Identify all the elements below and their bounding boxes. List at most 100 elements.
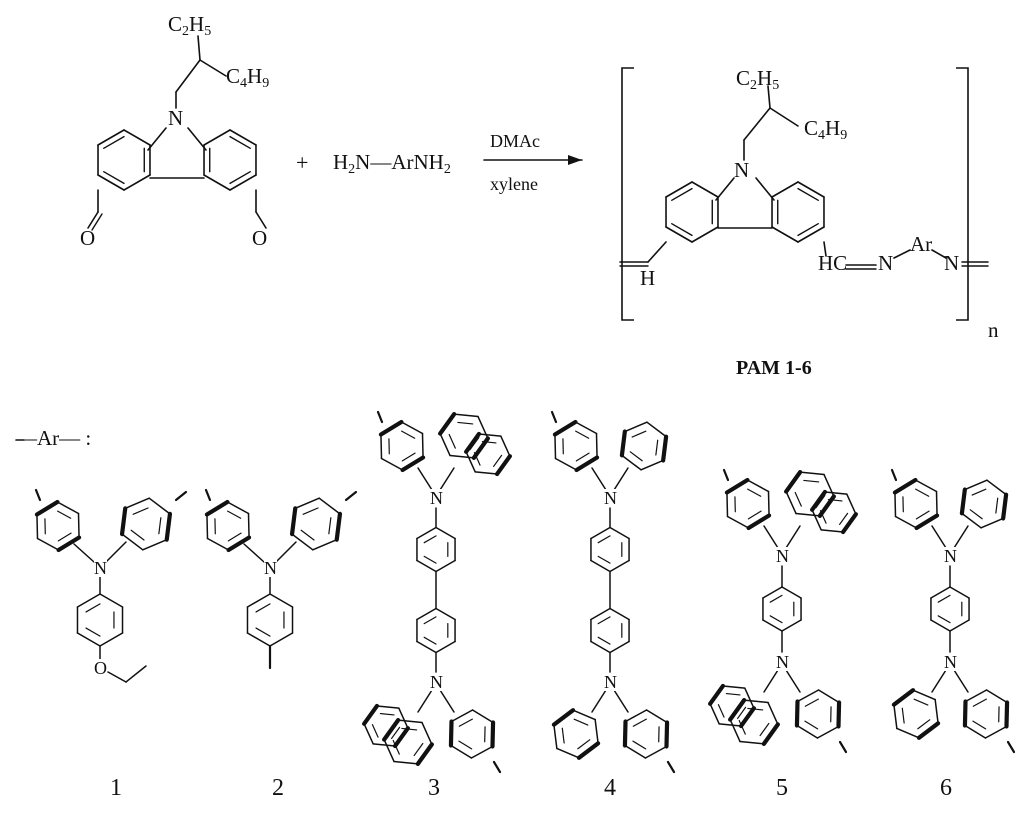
ar4-mid-2-i0: [597, 636, 611, 645]
ar3-bot-b-e4: [450, 709, 474, 723]
ar3-top-b1-e1: [449, 454, 475, 459]
ar3-bot-a2-e4: [397, 719, 423, 724]
ar-unit-label-2: 2: [272, 775, 284, 801]
ar5-top-a-e1: [726, 515, 750, 529]
ar5-bot-b-e1: [816, 725, 840, 739]
p-left-ring-dbl-1: [671, 222, 693, 237]
ar2-ring-c-i0: [255, 627, 271, 637]
ar3-mid-1-i2: [423, 535, 437, 544]
ar5-top-bond-b: [785, 525, 801, 549]
ar2-ring-c-e0: [246, 632, 271, 647]
plus-sign: +: [296, 150, 309, 175]
ar4-nitrogen-top: N: [604, 488, 617, 508]
repeat-unit-n: n: [988, 318, 999, 342]
ar6-bot-a-i4: [913, 698, 929, 706]
ar5-bot-b-e3: [794, 699, 800, 728]
product-butyl-label: C4H9: [804, 116, 848, 143]
ar4-bot-b-e4: [624, 709, 648, 723]
ar1-ring-a-e1: [36, 537, 60, 551]
ar5-bot-a2-i0: [759, 722, 770, 737]
ar4-top-stub: [550, 410, 558, 424]
ar5-top-b2-e0: [840, 512, 858, 535]
ar3-bot-a2-e2: [383, 738, 395, 763]
ar1-ring-a-e2: [36, 513, 39, 540]
product-name: PAM 1-6: [736, 357, 812, 379]
ar6-top-bond-a: [931, 525, 947, 549]
ar6-bot-b-i2: [972, 720, 987, 730]
ar4-bot-b-e1: [644, 745, 668, 759]
product-ch-label: H: [640, 266, 656, 290]
ar5-bot-a1-i0: [737, 706, 747, 720]
r-left-co2: [91, 213, 103, 231]
r-right-ring-edge-4: [229, 129, 257, 146]
ar6-bot-a-i2: [901, 707, 905, 724]
ar1-bond-a: [73, 543, 95, 563]
ar4-bot-a-i0: [577, 739, 591, 750]
product-imine-n1: N: [878, 251, 894, 275]
r-right-ring-edge-3: [203, 129, 231, 146]
ar6-bot-a-e2: [893, 703, 898, 730]
ar1-ring-b-e2: [121, 533, 144, 551]
ar4-mid-1-i2: [597, 535, 611, 544]
ar1-ring-b-e5: [148, 497, 171, 515]
r-right-ring-edge-0: [229, 174, 257, 191]
ar2-ring-b-e0: [334, 511, 343, 542]
reactant-oxygen-right: O: [252, 226, 268, 250]
ar4-mid-1-e0: [590, 559, 611, 573]
ar-unit-label-1: 1: [110, 775, 122, 801]
ar3-top-stub: [376, 410, 384, 424]
ar5-top-b2-e3: [810, 489, 828, 512]
p-left-ring-edge-0: [691, 226, 719, 243]
ar5-top-b1-e3: [784, 470, 803, 494]
ar1-ring-c-e0: [76, 632, 101, 647]
ar6-top-a-e1: [894, 515, 918, 529]
ar1-bond-b: [105, 541, 127, 563]
ar4-mid-2-e3: [609, 607, 630, 621]
ar3-bot-a1-e1: [372, 743, 396, 747]
ar-key-label: —Ar— :: [16, 426, 92, 450]
ar6-top-b-e1: [980, 517, 1004, 529]
ar2-ring-a-i0: [227, 532, 242, 542]
ar3-bot-a1-e5: [398, 707, 409, 729]
ar4-top-a-e2: [554, 433, 557, 460]
ar5-bot-a1-e3: [708, 683, 726, 706]
ar2-stub-b: [344, 490, 358, 502]
r-left-ring-edge-0: [123, 174, 151, 191]
p-ar-n: [931, 249, 947, 259]
ar1-ring-a-i0: [57, 532, 72, 542]
ar3-mid-2-e3: [435, 607, 456, 621]
ar3-bot-a1-i0: [391, 726, 401, 740]
ar4-bot-b-e0: [664, 720, 670, 749]
ar6-mid-1-i0: [937, 615, 951, 624]
ar6-bot-bond-a: [931, 669, 947, 693]
ar2-stub-a: [204, 488, 212, 502]
p-left-ch: [647, 241, 667, 263]
ar2-ring-a-e5: [247, 512, 250, 539]
r-ch-butyl: [199, 59, 227, 77]
p-left-ring-edge-4: [691, 181, 719, 198]
ar4-bot-a-i4: [573, 718, 589, 726]
ar3-bot-b-e0: [490, 720, 496, 749]
ar4-bot-b-e2: [624, 744, 647, 759]
p-left-ring-dbl-3: [671, 187, 693, 202]
ar3-bot-a1-e0: [392, 726, 410, 749]
ar1-ring-b-i4: [132, 507, 149, 515]
r-n-c8a: [187, 127, 207, 151]
ar4-mid-1-e2: [590, 526, 611, 540]
p-ch2-ch: [743, 107, 771, 141]
product-imine-n2: N: [944, 251, 960, 275]
ar3-top-b2-e3: [464, 431, 482, 454]
ar3-top-bond-b: [439, 467, 455, 491]
ar3-top-b1-i4: [457, 421, 474, 425]
ar2-ring-a-e2: [206, 513, 209, 540]
ar4-bot-a-e1: [556, 747, 580, 759]
ar2-bond-a: [243, 543, 265, 563]
ar4-bot-a-e5: [594, 718, 599, 745]
product-ar-label: Ar: [910, 232, 933, 256]
ar2-bond-b: [275, 541, 297, 563]
ar3-bot-a2-i0: [413, 742, 424, 757]
ar5-bot-bond-a: [763, 669, 779, 693]
ar3-bot-a1-e3: [362, 703, 380, 726]
ar2-ring-c-i2: [255, 603, 271, 613]
